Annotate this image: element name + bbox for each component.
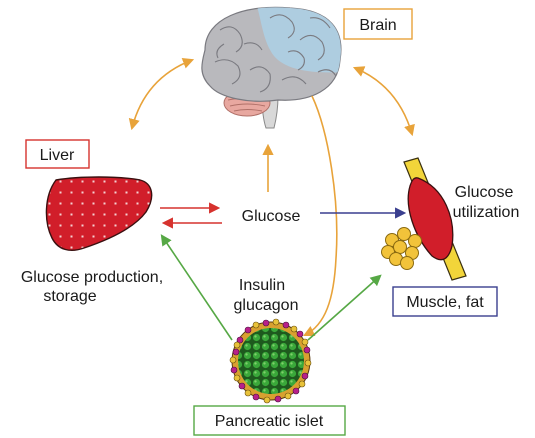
brain-label-box: Brain [343,8,413,40]
liver-icon [45,176,153,251]
glucose-label: Glucose [242,208,301,225]
brain-label: Brain [359,17,396,34]
insulin-label: Insulin [239,277,285,294]
liver-label-box: Liver [25,139,90,169]
red-arrows [160,202,222,229]
muscle-fat-label-box: Muscle, fat [392,286,498,317]
glucose-utilization-label-2: utilization [453,204,520,221]
glucose-production-label: Glucose production, [21,269,163,286]
muscle-icon [403,157,467,281]
green-arrows [160,234,382,341]
muscle-fat-label: Muscle, fat [406,294,484,311]
fat-cells-icon [381,227,422,270]
arrow-brain-islet [302,95,338,337]
storage-label: storage [43,288,96,305]
pancreatic-islet-label-box: Pancreatic islet [193,405,346,436]
pancreatic-islet-icon [229,318,312,404]
glucose-utilization-label-1: Glucose [455,184,514,201]
glucagon-label: glucagon [234,297,299,314]
pancreatic-islet-label: Pancreatic islet [215,413,324,430]
liver-label: Liver [40,147,75,164]
arrow-islet-liver [160,234,233,341]
orange-arrows [128,57,415,337]
arrow-brain-muscle [352,66,415,137]
brain-icon [201,6,342,129]
arrow-brain-liver [128,57,195,131]
arrow-islet-muscle [307,274,382,341]
